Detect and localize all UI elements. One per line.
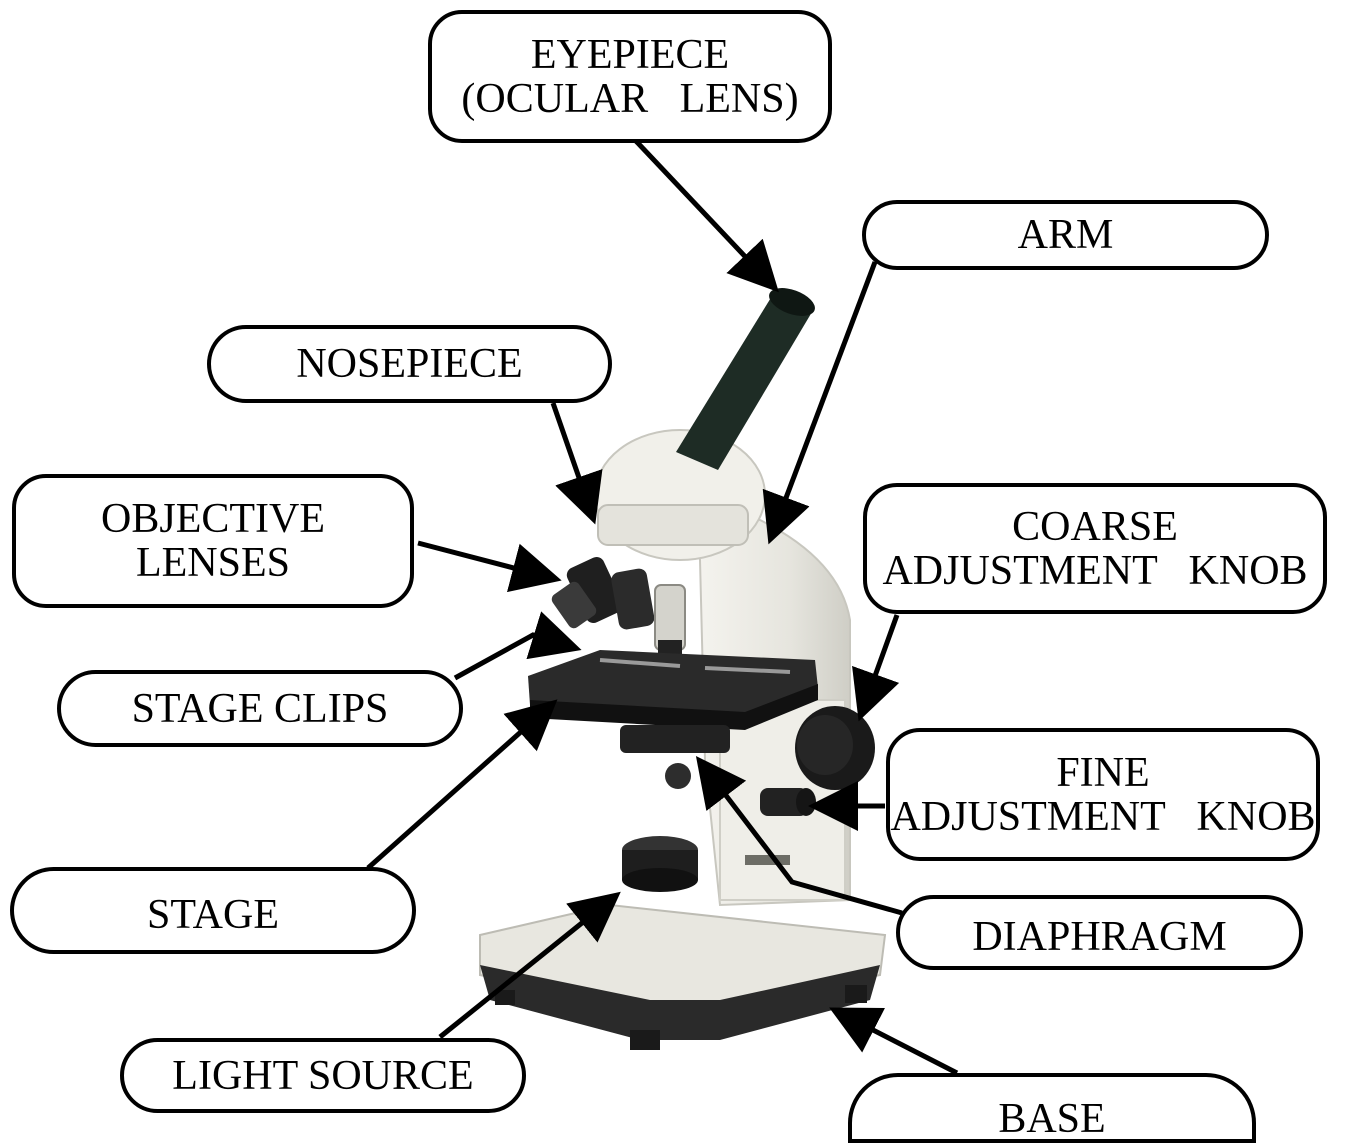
coarse-label-line2: ADJUSTMENT KNOB: [882, 549, 1307, 593]
objective-label-line1: OBJECTIVE: [101, 497, 325, 541]
base-shape: [480, 905, 885, 1050]
base-label: BASE: [848, 1073, 1256, 1143]
nosepiece-arrow: [553, 403, 592, 515]
base-label-text: BASE: [998, 1097, 1105, 1141]
eyepiece-label-line2: (OCULAR LENS): [461, 77, 798, 121]
coarse-adjustment-knob-label: COARSE ADJUSTMENT KNOB: [863, 483, 1327, 614]
fine-label-line1: FINE: [1056, 751, 1149, 795]
objective-arrow: [418, 543, 552, 578]
coarse-label-line1: COARSE: [1012, 505, 1178, 549]
light-source-shape: [622, 836, 698, 892]
light-source-label: LIGHT SOURCE: [120, 1038, 526, 1113]
eyepiece-label-line1: EYEPIECE: [531, 33, 729, 77]
stage-label-text: STAGE: [147, 893, 279, 937]
eyepiece-label: EYEPIECE (OCULAR LENS): [428, 10, 832, 143]
coarse-knob-shape: [795, 706, 875, 790]
arm-label: ARM: [862, 200, 1269, 270]
fine-label-line2: ADJUSTMENT KNOB: [890, 795, 1315, 839]
nosepiece-label: NOSEPIECE: [207, 325, 612, 403]
eyepiece-arrow: [635, 140, 772, 285]
objective-lenses-label: OBJECTIVE LENSES: [12, 474, 414, 608]
diaphragm-label-text: DIAPHRAGM: [972, 915, 1226, 959]
arm-label-text: ARM: [1018, 213, 1114, 257]
stage-label: STAGE: [10, 867, 416, 954]
objective-label-line2: LENSES: [136, 541, 290, 585]
fine-knob-shape: [760, 788, 816, 816]
base-arrow: [838, 1012, 957, 1073]
light-source-label-text: LIGHT SOURCE: [172, 1054, 473, 1098]
diaphragm-label: DIAPHRAGM: [896, 895, 1303, 970]
coarse-arrow: [862, 615, 897, 712]
fine-adjustment-knob-label: FINE ADJUSTMENT KNOB: [886, 728, 1320, 861]
stage-clips-label-text: STAGE CLIPS: [132, 687, 389, 731]
eyepiece-tube-shape: [676, 283, 819, 470]
stage-clips-label: STAGE CLIPS: [57, 670, 463, 747]
nosepiece-label-text: NOSEPIECE: [296, 342, 522, 386]
